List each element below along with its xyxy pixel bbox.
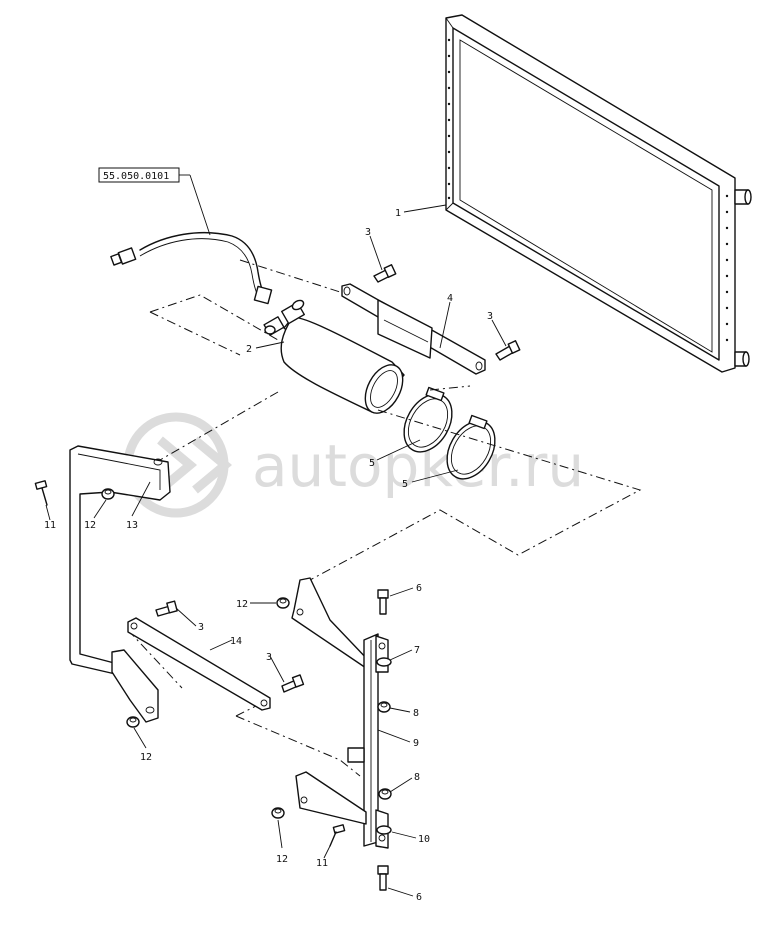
callout-9: 9 (413, 738, 419, 749)
radiator (445, 14, 752, 373)
callout-6: 6 (416, 583, 422, 594)
fasteners (34, 264, 521, 891)
reference-box-label: 55.050.0101 (103, 171, 169, 182)
callout-11: 11 (44, 520, 56, 531)
bolt-icon (377, 865, 389, 891)
callout-5: 5 (369, 458, 375, 469)
washer-icon (376, 657, 392, 667)
callout-11: 11 (316, 858, 328, 869)
receiver-drier (263, 299, 405, 414)
hose-clamps (403, 386, 496, 480)
bolt-icon (495, 340, 521, 361)
callout-12: 12 (276, 854, 288, 865)
callouts: 1 2 3 3 4 5 5 6 7 8 9 8 10 6 11 12 13 12… (44, 208, 493, 903)
callout-14: 14 (230, 636, 242, 647)
nut-icon (378, 788, 392, 800)
nut-icon (276, 597, 290, 609)
bolt-icon (373, 264, 397, 283)
strap (127, 617, 271, 711)
washer-icon (376, 825, 392, 835)
nut-icon (101, 488, 115, 500)
screw-icon (329, 824, 346, 847)
nut-icon (271, 807, 285, 819)
nut-icon (377, 701, 391, 713)
callout-3: 3 (487, 311, 493, 322)
callout-12: 12 (140, 752, 152, 763)
callout-12: 12 (84, 520, 96, 531)
callout-8: 8 (414, 772, 420, 783)
callout-3: 3 (198, 622, 204, 633)
bolt-icon (155, 600, 178, 617)
callout-8: 8 (413, 708, 419, 719)
callout-3: 3 (266, 652, 272, 663)
callout-4: 4 (447, 293, 453, 304)
bolt-icon (377, 589, 389, 615)
callout-7: 7 (414, 645, 420, 656)
watermark: autopker.ru (123, 412, 584, 518)
callout-12: 12 (236, 599, 248, 610)
callout-13: 13 (126, 520, 138, 531)
leader-lines (45, 204, 507, 897)
nut-icon (126, 716, 140, 728)
callout-3: 3 (365, 227, 371, 238)
screw-icon (34, 480, 48, 506)
pressure-switch-harness: 55.050.0101 (98, 167, 273, 305)
assembly-lines (127, 259, 642, 777)
left-frame (69, 445, 171, 723)
callout-6: 6 (416, 892, 422, 903)
callout-1: 1 (395, 208, 401, 219)
drier-bracket (341, 283, 486, 375)
support-assembly (291, 577, 389, 849)
bolt-icon (281, 674, 305, 693)
callout-10: 10 (418, 834, 430, 845)
callout-2: 2 (246, 344, 252, 355)
callout-5: 5 (402, 479, 408, 490)
